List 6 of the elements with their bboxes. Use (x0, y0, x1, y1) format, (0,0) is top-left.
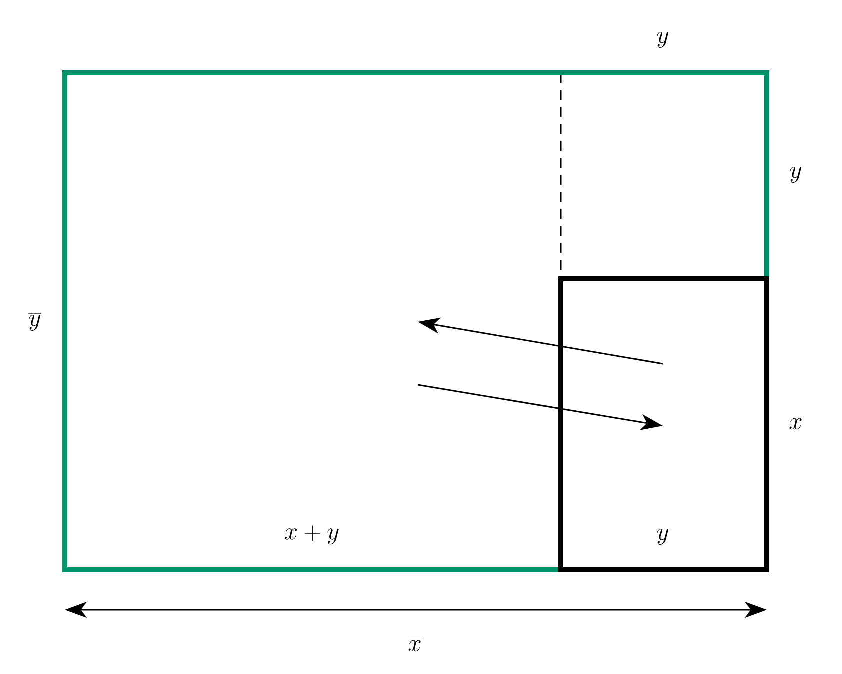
dimension-label: $y$ (657, 32, 668, 48)
dimension-label: $\overline{y}$ (28, 314, 42, 331)
dimension-label: $\overline{x}$ (408, 639, 422, 652)
dimension-label: $x$ (790, 418, 802, 430)
dimension-label: $y$ (790, 167, 802, 183)
inner-box: $y$ (558, 276, 770, 572)
